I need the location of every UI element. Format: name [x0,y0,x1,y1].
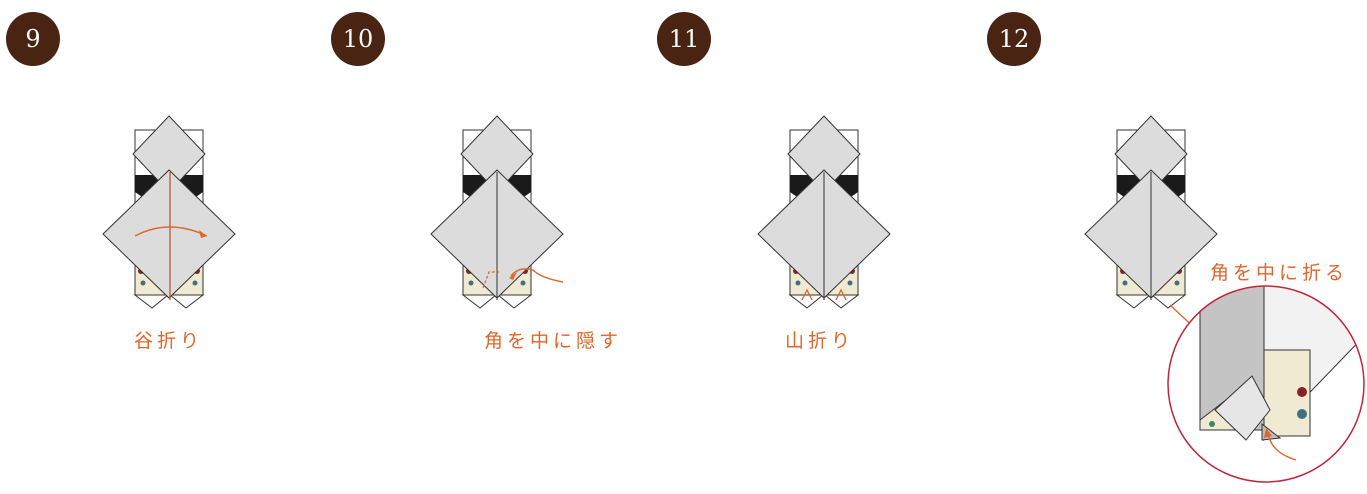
step-number: 11 [668,25,700,53]
step-12-caption: 角を中に折る [1210,262,1349,284]
step-10-badge: 10 [331,12,385,66]
step-number: 12 [998,25,1030,53]
step-9-caption: 谷折り [134,330,204,352]
step-10-caption: 角を中に隠す [484,330,623,352]
step-12-figure [1084,115,1218,309]
step-9-figure [102,115,236,309]
magnifier-detail [1167,285,1365,483]
step-9-badge: 9 [6,12,60,66]
step-11-badge: 11 [657,12,711,66]
step-number: 9 [25,25,41,53]
step-11-figure [757,115,891,309]
step-11-caption: 山折り [785,330,855,352]
step-10-figure [430,115,564,309]
step-12-badge: 12 [987,12,1041,66]
step-number: 10 [342,25,374,53]
